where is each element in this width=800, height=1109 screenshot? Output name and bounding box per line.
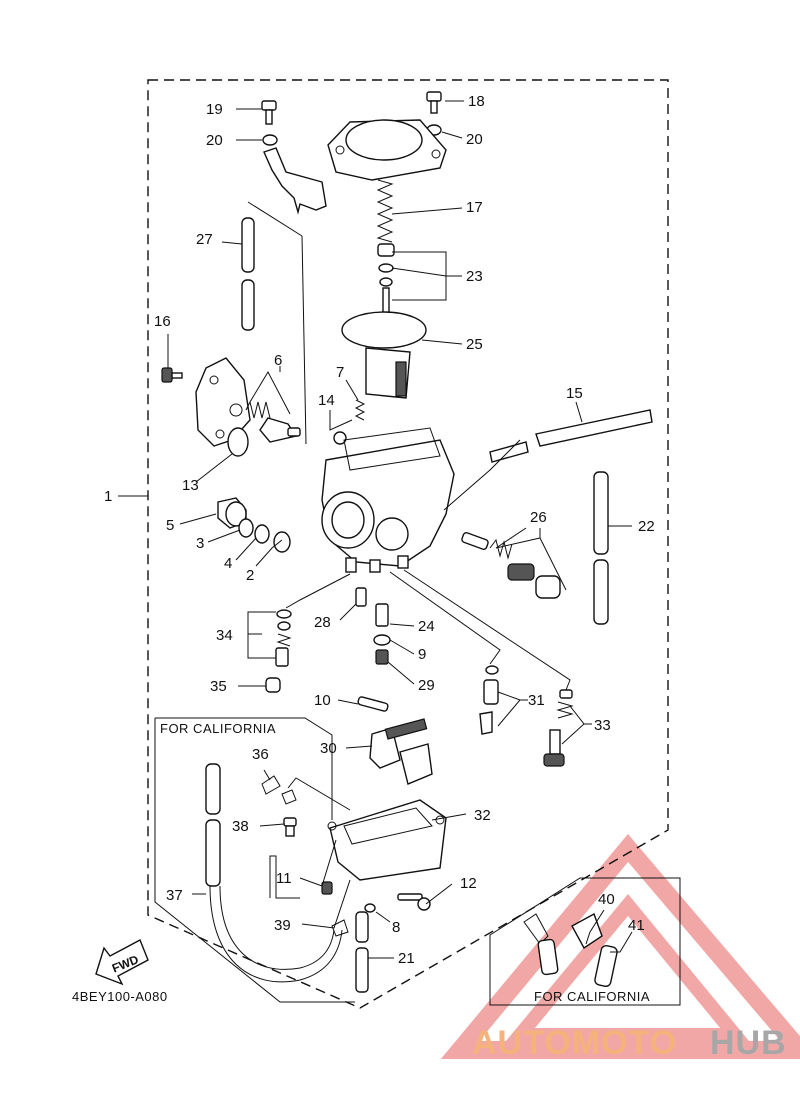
part-10-pin: [357, 696, 389, 712]
part-18-screw: [426, 91, 442, 114]
part-17-spring: [376, 179, 394, 243]
leader-lines: [118, 100, 633, 959]
part-16-screw: [161, 367, 183, 383]
callout-19: 19: [206, 101, 223, 118]
callout-7: 7: [336, 364, 344, 381]
california-box-inset: [489, 877, 681, 1006]
part-35-cap: [265, 677, 281, 693]
callout-29: 29: [418, 677, 435, 694]
callout-17: 17: [466, 199, 483, 216]
callout-25: 25: [466, 336, 483, 353]
part-20-washer-left: [262, 134, 278, 146]
california-box-main: [154, 717, 355, 1003]
part-21-drain-tube: [355, 911, 369, 993]
part-11-drain-screw: [321, 881, 333, 895]
callout-30: 30: [320, 740, 337, 757]
carb-body: [321, 427, 455, 573]
callout-38: 38: [232, 818, 249, 835]
part-31-jet-set: [479, 665, 499, 735]
callout-4: 4: [224, 555, 232, 572]
part-26-throttle-stop: [461, 532, 561, 599]
callout-20a: 20: [206, 132, 223, 149]
part-3-washer: [238, 518, 254, 538]
callout-16: 16: [154, 313, 171, 330]
callout-1: 1: [104, 488, 112, 505]
callout-5: 5: [166, 517, 174, 534]
part-19-screw: [261, 100, 277, 125]
part-14-oring: [333, 431, 347, 445]
part-15-hose: [489, 409, 653, 463]
diagram-code: 4BEY100-A080: [72, 989, 168, 1004]
callout-32: 32: [474, 807, 491, 824]
part-34-pilot-screw-set: [275, 609, 292, 667]
callout-41: 41: [628, 917, 645, 934]
california-label-inset: FOR CALIFORNIA: [534, 989, 650, 1004]
main-boundary: [147, 79, 669, 1009]
part-28-jet: [355, 587, 367, 607]
callout-23: 23: [466, 268, 483, 285]
watermark-text-hub: HUB: [710, 1024, 787, 1062]
callout-21: 21: [398, 950, 415, 967]
part-32-float-chamber: [327, 799, 447, 881]
callout-27: 27: [196, 231, 213, 248]
part-9-washer: [373, 634, 391, 646]
part-2-screw: [273, 531, 291, 553]
callout-2: 2: [246, 567, 254, 584]
callout-40: 40: [598, 891, 615, 908]
part-25-diaphragm: [341, 311, 427, 399]
watermark-logo: AUTOMOTO HUB: [472, 1024, 787, 1062]
callout-26: 26: [530, 509, 547, 526]
part-33-screw-set: [543, 689, 574, 767]
california-label-main: FOR CALIFORNIA: [160, 721, 276, 736]
part-27-vent-tube: [241, 217, 255, 331]
part-7-spring: [354, 399, 366, 421]
callout-6: 6: [274, 352, 282, 369]
watermark-text-automoto: AUTOMOTO: [472, 1024, 677, 1062]
callout-15: 15: [566, 385, 583, 402]
callout-13: 13: [182, 477, 199, 494]
part-24-needle-jet: [375, 603, 389, 627]
part-29-main-jet: [375, 649, 389, 665]
part-37-hose: [205, 763, 343, 983]
part-39-clamp: [331, 919, 349, 937]
callout-3: 3: [196, 535, 204, 552]
part-23-needle-set: [377, 243, 395, 321]
callout-9: 9: [418, 646, 426, 663]
callout-12: 12: [460, 875, 477, 892]
part-22-tube: [593, 471, 609, 625]
callout-14: 14: [318, 392, 335, 409]
part-6-enricher-spring: [245, 400, 301, 443]
callout-31: 31: [528, 692, 545, 709]
callout-28: 28: [314, 614, 331, 631]
callout-numbers: 1 2 3 4 5 6 7 8 9 10 11 12 13 14 15 16 1…: [104, 93, 655, 967]
part-30-float: [369, 718, 433, 785]
callout-11: 11: [276, 870, 292, 887]
callout-18: 18: [468, 93, 485, 110]
part-4-oring: [254, 524, 270, 544]
callout-8: 8: [392, 919, 400, 936]
part-36-clip: [261, 775, 281, 795]
callout-39: 39: [274, 917, 291, 934]
part-40-hose: [523, 912, 603, 976]
part-8-clip: [364, 903, 376, 913]
throttle-bracket: [263, 147, 327, 215]
part-12-screw: [397, 893, 431, 911]
callout-24: 24: [418, 618, 435, 635]
part-13-gasket: [227, 427, 249, 457]
callout-22: 22: [638, 518, 655, 535]
part-36-clip-b: [281, 789, 297, 805]
callout-36: 36: [252, 746, 269, 763]
callout-33: 33: [594, 717, 611, 734]
part-5-joint: [217, 497, 247, 529]
callout-37: 37: [166, 887, 183, 904]
part-41-tube: [594, 945, 618, 987]
callout-34: 34: [216, 627, 233, 644]
carb-top-cover: [327, 119, 447, 181]
callout-10: 10: [314, 692, 331, 709]
part-38-screw: [283, 817, 297, 837]
callout-20b: 20: [466, 131, 483, 148]
callout-35: 35: [210, 678, 227, 695]
fwd-arrow: FWD: [95, 939, 149, 986]
